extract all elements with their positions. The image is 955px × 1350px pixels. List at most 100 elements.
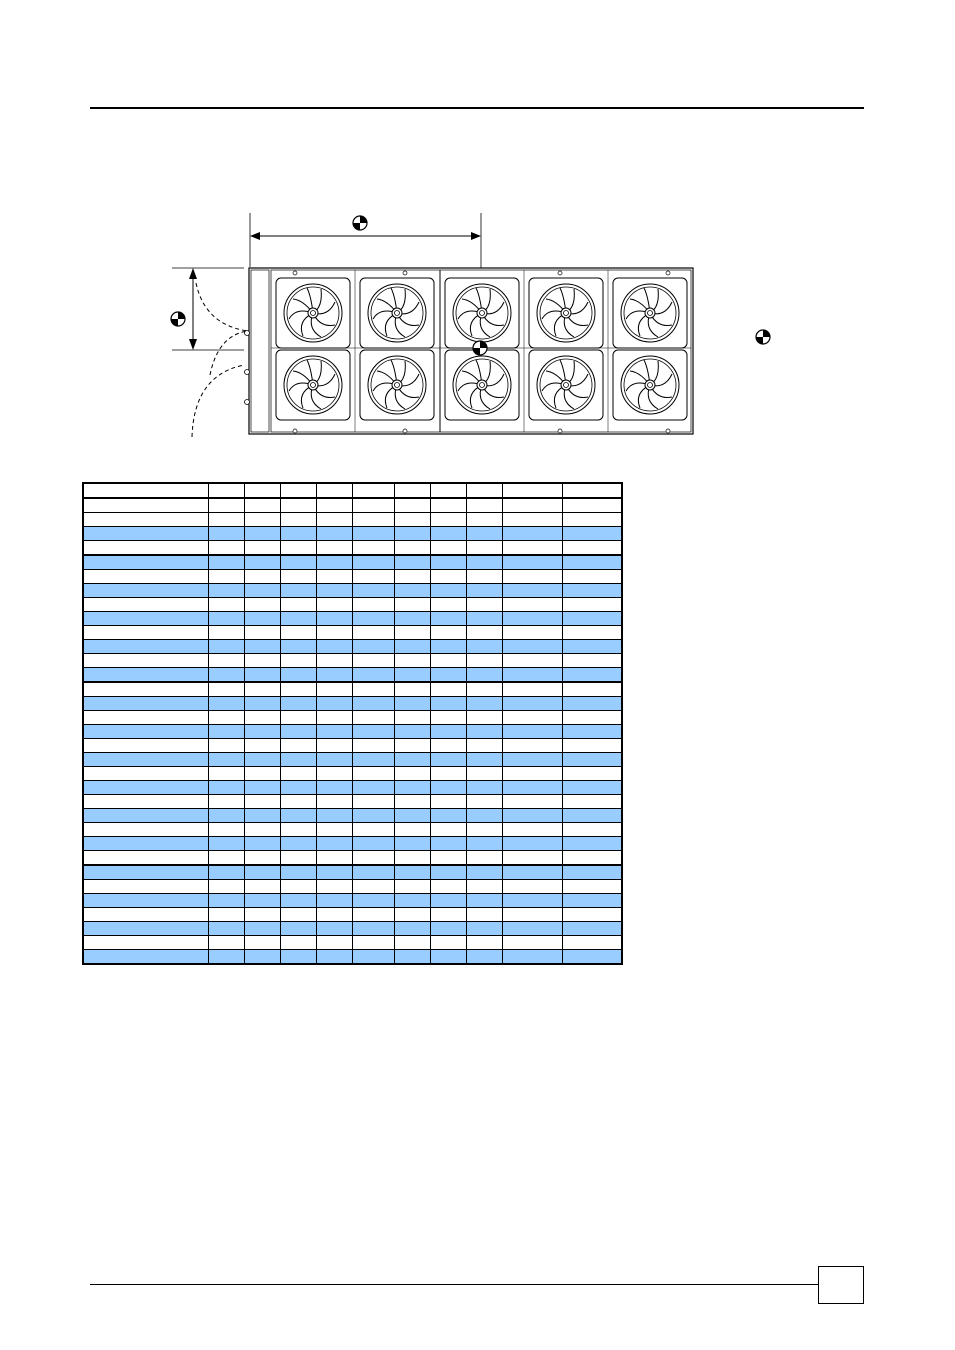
table-cell (207, 526, 245, 541)
table-cell (82, 625, 209, 640)
table-cell (279, 554, 317, 570)
table-cell (501, 653, 563, 668)
table-cell (501, 696, 563, 711)
table-cell (561, 907, 623, 922)
table-cell (465, 836, 503, 851)
table-cell (393, 879, 431, 894)
table-cell (82, 681, 209, 697)
table-cell (315, 611, 353, 626)
table-cell (393, 554, 431, 570)
table-cell (351, 766, 395, 781)
table-cell (351, 879, 395, 894)
table-row (82, 625, 623, 640)
table-cell (207, 639, 245, 654)
table-cell (393, 766, 431, 781)
table-cell (207, 611, 245, 626)
table-cell (243, 808, 281, 823)
table-cell (351, 653, 395, 668)
table-cell (501, 935, 563, 950)
table-cell (351, 583, 395, 598)
table-cell (561, 569, 623, 584)
table-cell (351, 512, 395, 527)
table-cell (561, 583, 623, 598)
table-row (82, 864, 623, 880)
table-cell (82, 482, 209, 499)
table-cell (465, 497, 503, 513)
table-cell (243, 935, 281, 950)
table-cell (465, 808, 503, 823)
table-cell (279, 583, 317, 598)
table-cell (429, 653, 467, 668)
table-cell (561, 710, 623, 725)
table-cell (243, 653, 281, 668)
table-cell (465, 794, 503, 809)
table-cell (315, 850, 353, 866)
table-cell (207, 879, 245, 894)
table-cell (315, 907, 353, 922)
table-cell (393, 836, 431, 851)
table-cell (465, 864, 503, 880)
table-cell (429, 696, 467, 711)
table-cell (393, 710, 431, 725)
table-cell (207, 780, 245, 795)
table-cell (561, 822, 623, 837)
fan-icon (359, 277, 435, 349)
table-cell (465, 766, 503, 781)
table-cell (501, 667, 563, 683)
table-row (82, 794, 623, 809)
table-cell (351, 893, 395, 908)
fan-icon (612, 277, 688, 349)
table-cell (429, 879, 467, 894)
table-cell (429, 497, 467, 513)
table-cell (279, 808, 317, 823)
table-cell (465, 639, 503, 654)
table-cell (243, 583, 281, 598)
table-row (82, 879, 623, 894)
table-cell (351, 554, 395, 570)
table-cell (82, 780, 209, 795)
table-cell (393, 583, 431, 598)
table-cell (315, 681, 353, 697)
table-cell (465, 710, 503, 725)
table-cell (351, 935, 395, 950)
table-row (82, 540, 623, 556)
table-row (82, 681, 623, 697)
table-cell (351, 625, 395, 640)
table-cell (501, 554, 563, 570)
table-row (82, 921, 623, 936)
table-cell (465, 667, 503, 683)
table-cell (243, 540, 281, 556)
table-cell (207, 808, 245, 823)
table-cell (82, 583, 209, 598)
table-row (82, 583, 623, 598)
table-row (82, 935, 623, 950)
table-cell (243, 667, 281, 683)
table-cell (279, 512, 317, 527)
table-cell (243, 597, 281, 612)
table-cell (315, 512, 353, 527)
table-cell (501, 639, 563, 654)
table-cell (429, 681, 467, 697)
table-row (82, 724, 623, 739)
table-cell (351, 497, 395, 513)
table-cell (429, 554, 467, 570)
table-cell (561, 921, 623, 936)
table-cell (279, 569, 317, 584)
table-cell (279, 879, 317, 894)
table-cell (501, 611, 563, 626)
table-cell (393, 526, 431, 541)
table-cell (501, 569, 563, 584)
table-cell (315, 935, 353, 950)
table-row (82, 907, 623, 922)
table-cell (82, 611, 209, 626)
table-cell (243, 696, 281, 711)
table-cell (393, 653, 431, 668)
table-cell (243, 497, 281, 513)
table-row (82, 836, 623, 851)
table-cell (82, 836, 209, 851)
center-of-gravity-icon (170, 311, 186, 327)
table-cell (315, 780, 353, 795)
table-cell (279, 907, 317, 922)
table-cell (315, 497, 353, 513)
table-cell (393, 822, 431, 837)
